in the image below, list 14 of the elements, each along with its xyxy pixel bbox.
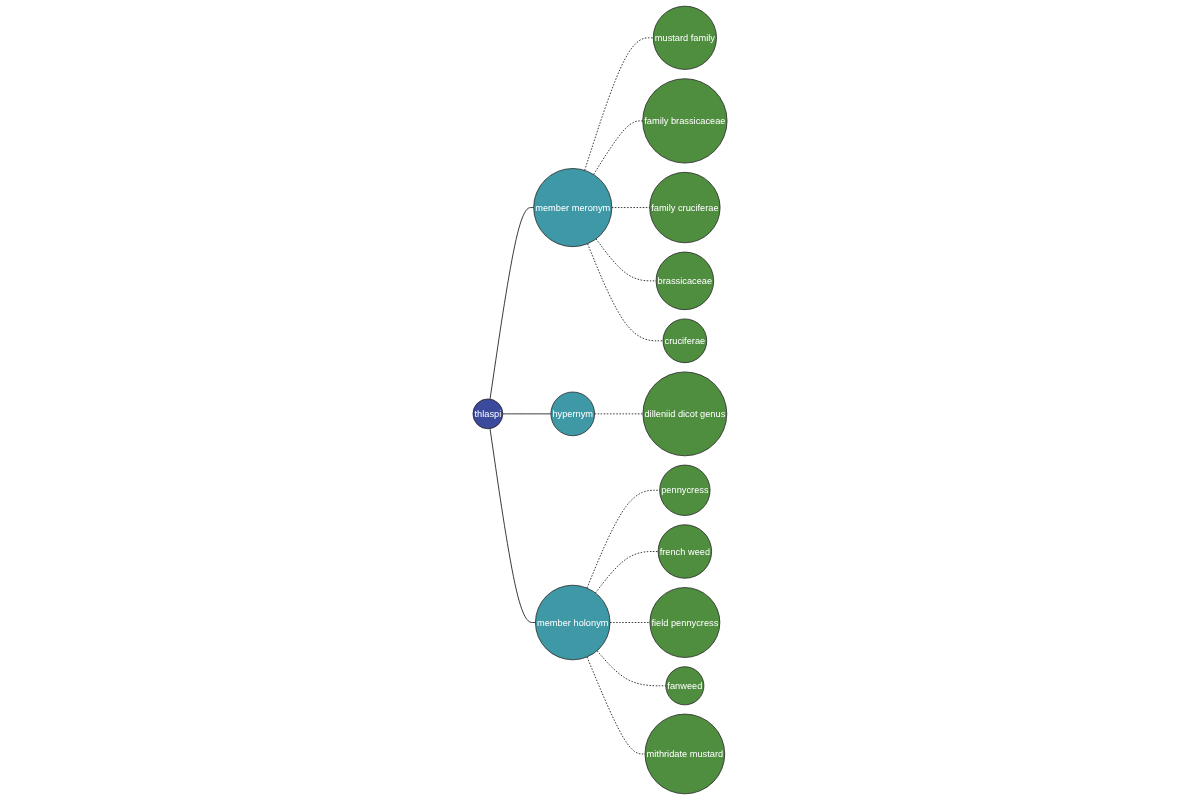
- connector: [489, 207, 535, 400]
- connector: [595, 551, 659, 594]
- connector: [593, 120, 644, 175]
- connector: [596, 650, 667, 687]
- connector: [611, 207, 650, 208]
- connector: [586, 656, 646, 755]
- connector: [587, 243, 664, 342]
- connector: [584, 37, 654, 171]
- connector: [594, 413, 644, 415]
- connector: [586, 489, 661, 589]
- connector: [609, 622, 651, 623]
- connector: [595, 238, 657, 282]
- connector: [502, 413, 552, 415]
- connector: [489, 428, 536, 623]
